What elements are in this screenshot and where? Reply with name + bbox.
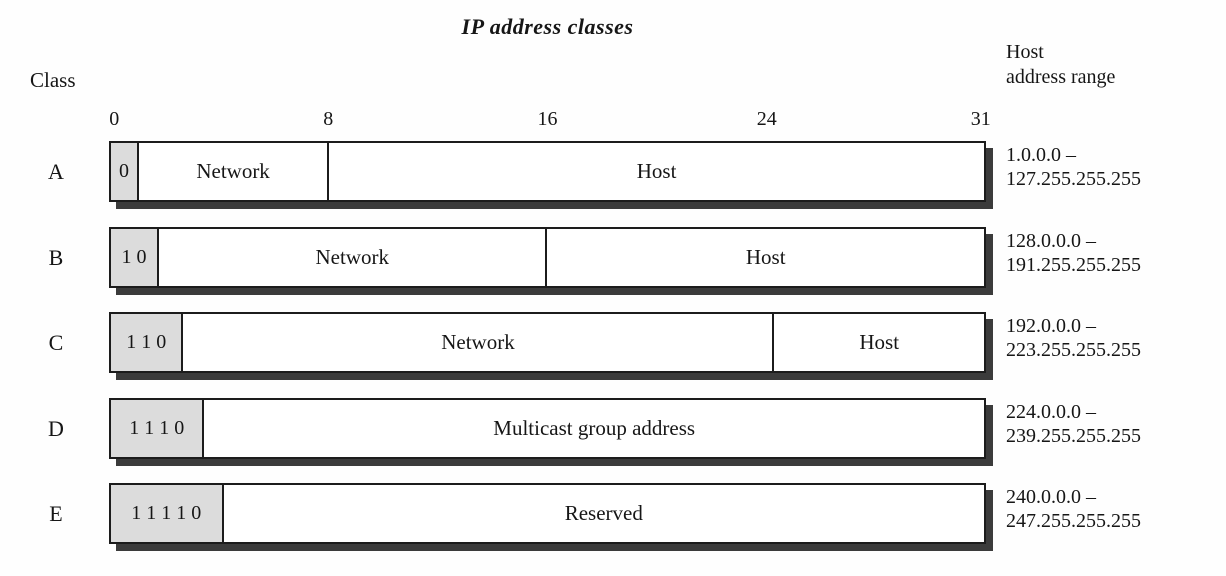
class-b-address-range: 128.0.0.0 – 191.255.255.255 [1006,229,1141,277]
class-b-host-segment: Host [745,245,786,269]
class-c-prefix-bits: 1 1 0 [111,314,184,371]
bit-tick-24: 24 [756,108,777,130]
class-d-range-start: 224.0.0.0 – [1006,401,1096,423]
class-a-row: A 0 Network Host 1.0.0.0 – 127.255.255.2… [0,141,1226,202]
class-b-range-start: 128.0.0.0 – [1006,230,1096,252]
class-e-prefix-bits: 1 1 1 1 0 [111,485,224,542]
bit-tick-8: 8 [323,108,334,130]
host-range-header-line1: Host [1006,41,1044,63]
class-column-header: Class [30,68,76,92]
class-e-range-start: 240.0.0.0 – [1006,486,1096,508]
class-a-network-segment: Network [139,143,330,200]
class-e-range-end: 247.255.255.255 [1006,510,1141,532]
class-e-reserved-segment: Reserved [564,501,643,525]
class-c-range-start: 192.0.0.0 – [1006,315,1096,337]
class-d-multicast-segment: Multicast group address [493,416,696,440]
class-d-row: D 1 1 1 0 Multicast group address 224.0.… [0,398,1226,459]
class-a-range-end: 127.255.255.255 [1006,168,1141,190]
bit-tick-31: 31 [970,108,991,130]
class-b-label: B [48,244,64,270]
class-e-label: E [49,500,63,526]
class-c-address-range: 192.0.0.0 – 223.255.255.255 [1006,314,1141,362]
class-e-bit-bar: 1 1 1 1 0 Reserved [109,483,986,544]
host-range-header-line2: address range [1006,66,1116,88]
class-c-range-end: 223.255.255.255 [1006,339,1141,361]
class-b-row: B 1 0 Network Host 128.0.0.0 – 191.255.2… [0,227,1226,288]
class-d-prefix-bits: 1 1 1 0 [111,400,205,457]
class-d-label: D [48,415,64,441]
class-d-range-end: 239.255.255.255 [1006,425,1141,447]
class-c-label: C [48,329,64,355]
class-b-bit-bar: 1 0 Network Host [109,227,986,288]
class-a-label: A [48,158,64,184]
class-a-range-start: 1.0.0.0 – [1006,144,1076,166]
class-a-prefix-bits: 0 [111,143,139,200]
class-d-bit-bar: 1 1 1 0 Multicast group address [109,398,986,459]
class-e-address-range: 240.0.0.0 – 247.255.255.255 [1006,485,1141,533]
class-c-network-segment: Network [183,314,775,371]
class-d-address-range: 224.0.0.0 – 239.255.255.255 [1006,400,1141,448]
host-range-column-header: Host address range [1006,40,1115,90]
class-a-host-segment: Host [636,159,677,183]
class-a-address-range: 1.0.0.0 – 127.255.255.255 [1006,143,1141,191]
bit-tick-16: 16 [537,108,558,130]
class-c-bit-bar: 1 1 0 Network Host [109,312,986,373]
class-b-prefix-bits: 1 0 [111,229,159,286]
class-a-bit-bar: 0 Network Host [109,141,986,202]
class-e-row: E 1 1 1 1 0 Reserved 240.0.0.0 – 247.255… [0,483,1226,544]
class-c-host-segment: Host [859,330,900,354]
bit-tick-0: 0 [109,108,120,130]
bit-ruler: 0 8 16 24 31 [109,108,990,138]
class-c-row: C 1 1 0 Network Host 192.0.0.0 – 223.255… [0,312,1226,373]
diagram-title: IP address classes [461,14,634,39]
class-b-range-end: 191.255.255.255 [1006,254,1141,276]
class-b-network-segment: Network [159,229,548,286]
